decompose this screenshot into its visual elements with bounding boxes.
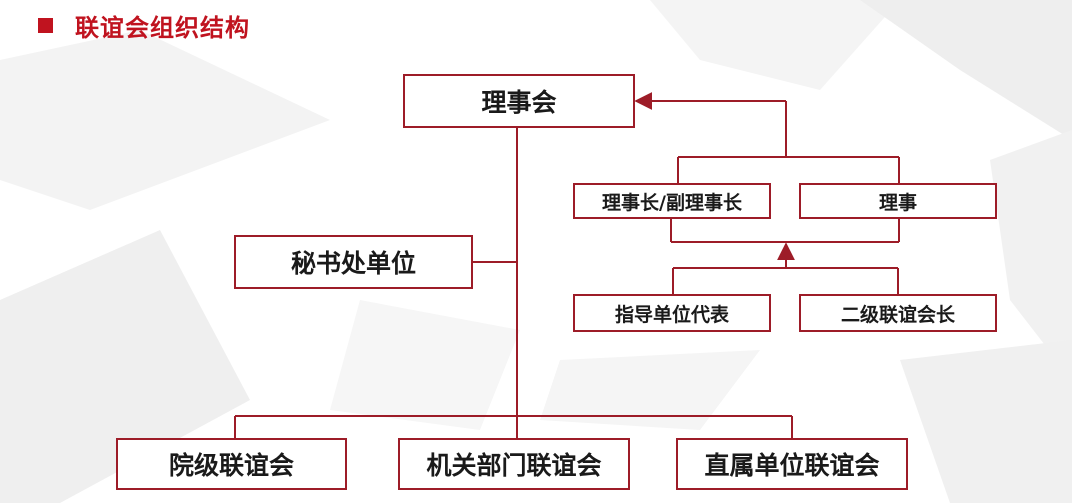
secondary-chair-node: 二级联谊会长 [799, 294, 997, 332]
direct-unit-alliance-node: 直属单位联谊会 [676, 438, 908, 490]
page-title: 联谊会组织结构 [75, 13, 250, 42]
board-node: 理事会 [403, 74, 635, 128]
college-alliance-node: 院级联谊会 [116, 438, 347, 490]
guidance-rep-node: 指导单位代表 [573, 294, 771, 332]
secretariat-node: 秘书处单位 [234, 235, 473, 289]
chair-node: 理事长/副理事长 [573, 183, 771, 219]
member-node: 理事 [799, 183, 997, 219]
title-bar: 联谊会组织结构 [38, 8, 250, 42]
dept-alliance-node: 机关部门联谊会 [398, 438, 630, 490]
title-bullet-icon [38, 17, 53, 33]
